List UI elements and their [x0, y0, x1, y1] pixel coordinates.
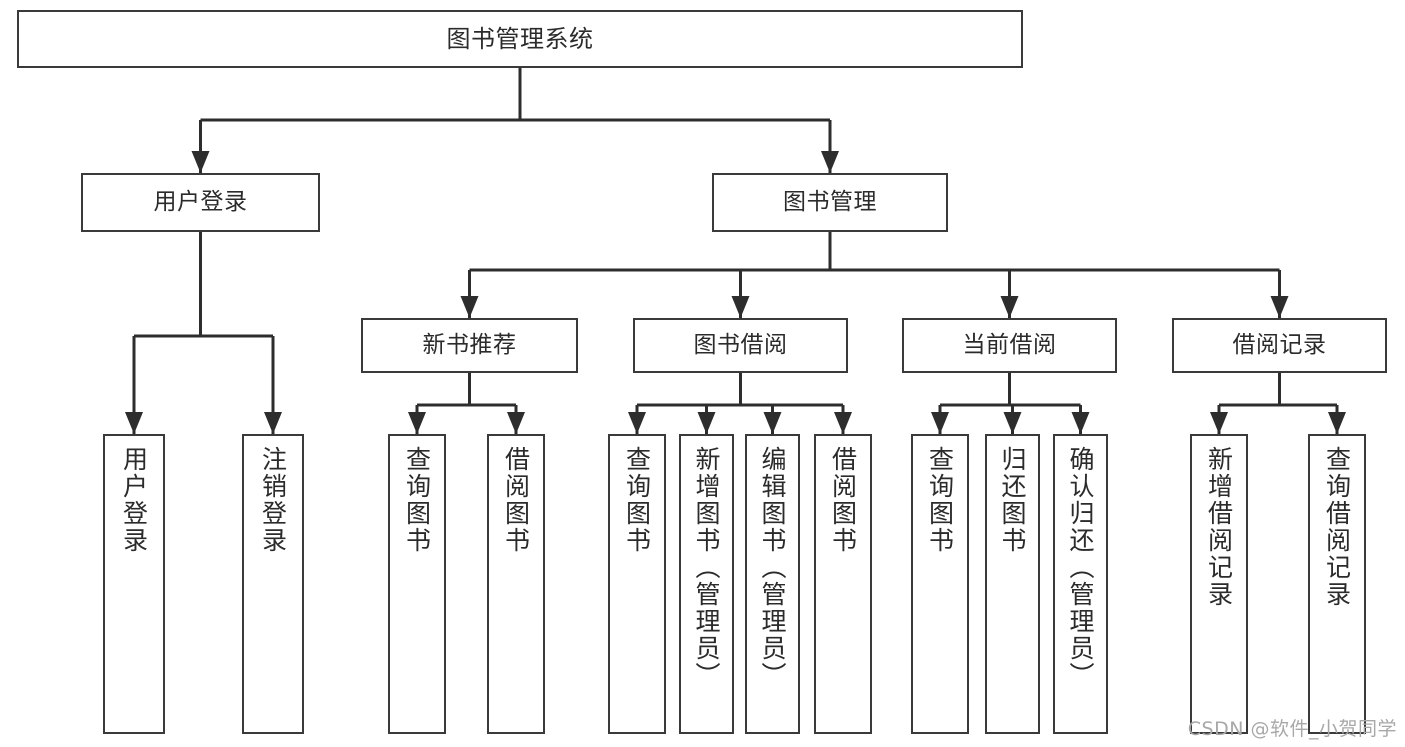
arrow-icon-bookmgmt-newbook — [460, 296, 479, 318]
node-leaf-logout[interactable]: 注销登录 — [242, 434, 304, 734]
arrow-icon-login-leaf-login — [125, 412, 143, 434]
node-leaf-q3[interactable]: 查询图书 — [911, 434, 969, 734]
node-leaf-q1[interactable]: 查询图书 — [388, 434, 446, 734]
node-leaf-edit[interactable]: 编辑图书（管理员） — [745, 434, 800, 734]
node-label-leaf-add: 新增图书（管理员） — [692, 446, 721, 689]
node-leaf-login[interactable]: 用户登录 — [103, 434, 165, 734]
node-label-leaf-qrec: 查询借阅记录 — [1322, 446, 1352, 608]
arrow-icon-login-leaf-logout — [264, 412, 282, 434]
arrow-icon-bookmgmt-record — [1270, 296, 1289, 318]
node-label-leaf-b1: 借阅图书 — [501, 446, 531, 554]
node-bookmgmt[interactable]: 图书管理 — [712, 173, 948, 232]
node-label-leaf-conf: 确认归还（管理员） — [1066, 446, 1095, 689]
node-label-leaf-addrec: 新增借阅记录 — [1204, 446, 1234, 608]
node-label-record: 借阅记录 — [1232, 331, 1327, 358]
arrow-icon-current-leaf-ret — [1003, 412, 1022, 434]
arrow-icon-borrow-leaf-q2 — [628, 412, 646, 434]
arrow-icon-root-login — [191, 151, 210, 173]
node-label-leaf-logout: 注销登录 — [258, 446, 288, 554]
node-root[interactable]: 图书管理系统 — [17, 10, 1023, 68]
node-leaf-ret[interactable]: 归还图书 — [985, 434, 1040, 734]
arrow-icon-bookmgmt-borrow — [731, 296, 750, 318]
node-label-borrow: 图书借阅 — [693, 331, 788, 358]
node-label-root: 图书管理系统 — [446, 24, 594, 53]
arrow-icon-current-leaf-q3 — [931, 412, 949, 434]
node-leaf-b2[interactable]: 借阅图书 — [814, 434, 872, 734]
arrow-icon-newbook-leaf-b1 — [507, 412, 525, 434]
watermark-label: CSDN @软件_小贺同学 — [1187, 718, 1397, 740]
node-label-leaf-edit: 编辑图书（管理员） — [758, 446, 787, 689]
node-label-leaf-login: 用户登录 — [119, 446, 149, 554]
node-leaf-qrec[interactable]: 查询借阅记录 — [1308, 434, 1366, 734]
node-label-login: 用户登录 — [153, 188, 248, 215]
node-leaf-conf[interactable]: 确认归还（管理员） — [1053, 434, 1108, 734]
arrow-icon-current-leaf-conf — [1071, 412, 1090, 434]
arrow-icon-borrow-leaf-b2 — [834, 412, 852, 434]
arrow-icon-root-bookmgmt — [821, 151, 839, 173]
node-borrow[interactable]: 图书借阅 — [633, 318, 848, 373]
node-leaf-b1[interactable]: 借阅图书 — [487, 434, 545, 734]
node-label-bookmgmt: 图书管理 — [783, 188, 877, 215]
node-leaf-addrec[interactable]: 新增借阅记录 — [1190, 434, 1248, 734]
node-login[interactable]: 用户登录 — [81, 173, 320, 232]
node-label-leaf-q1: 查询图书 — [402, 446, 432, 554]
node-record[interactable]: 借阅记录 — [1172, 318, 1387, 373]
node-newbook[interactable]: 新书推荐 — [361, 318, 578, 373]
arrow-icon-borrow-leaf-edit — [763, 412, 782, 434]
node-label-current: 当前借阅 — [962, 331, 1057, 358]
node-leaf-q2[interactable]: 查询图书 — [608, 434, 666, 734]
node-leaf-add[interactable]: 新增图书（管理员） — [679, 434, 734, 734]
node-label-leaf-q3: 查询图书 — [925, 446, 955, 554]
node-label-leaf-q2: 查询图书 — [622, 446, 652, 554]
node-current[interactable]: 当前借阅 — [902, 318, 1117, 373]
arrow-icon-record-leaf-qrec — [1328, 412, 1346, 434]
arrow-icon-newbook-leaf-q1 — [408, 412, 426, 434]
arrow-icon-record-leaf-addrec — [1210, 412, 1228, 434]
arrow-icon-bookmgmt-current — [1000, 296, 1019, 318]
node-label-newbook: 新书推荐 — [422, 331, 517, 358]
node-label-leaf-ret: 归还图书 — [998, 446, 1027, 554]
node-label-leaf-b2: 借阅图书 — [828, 446, 858, 554]
arrow-icon-borrow-leaf-add — [697, 412, 716, 434]
